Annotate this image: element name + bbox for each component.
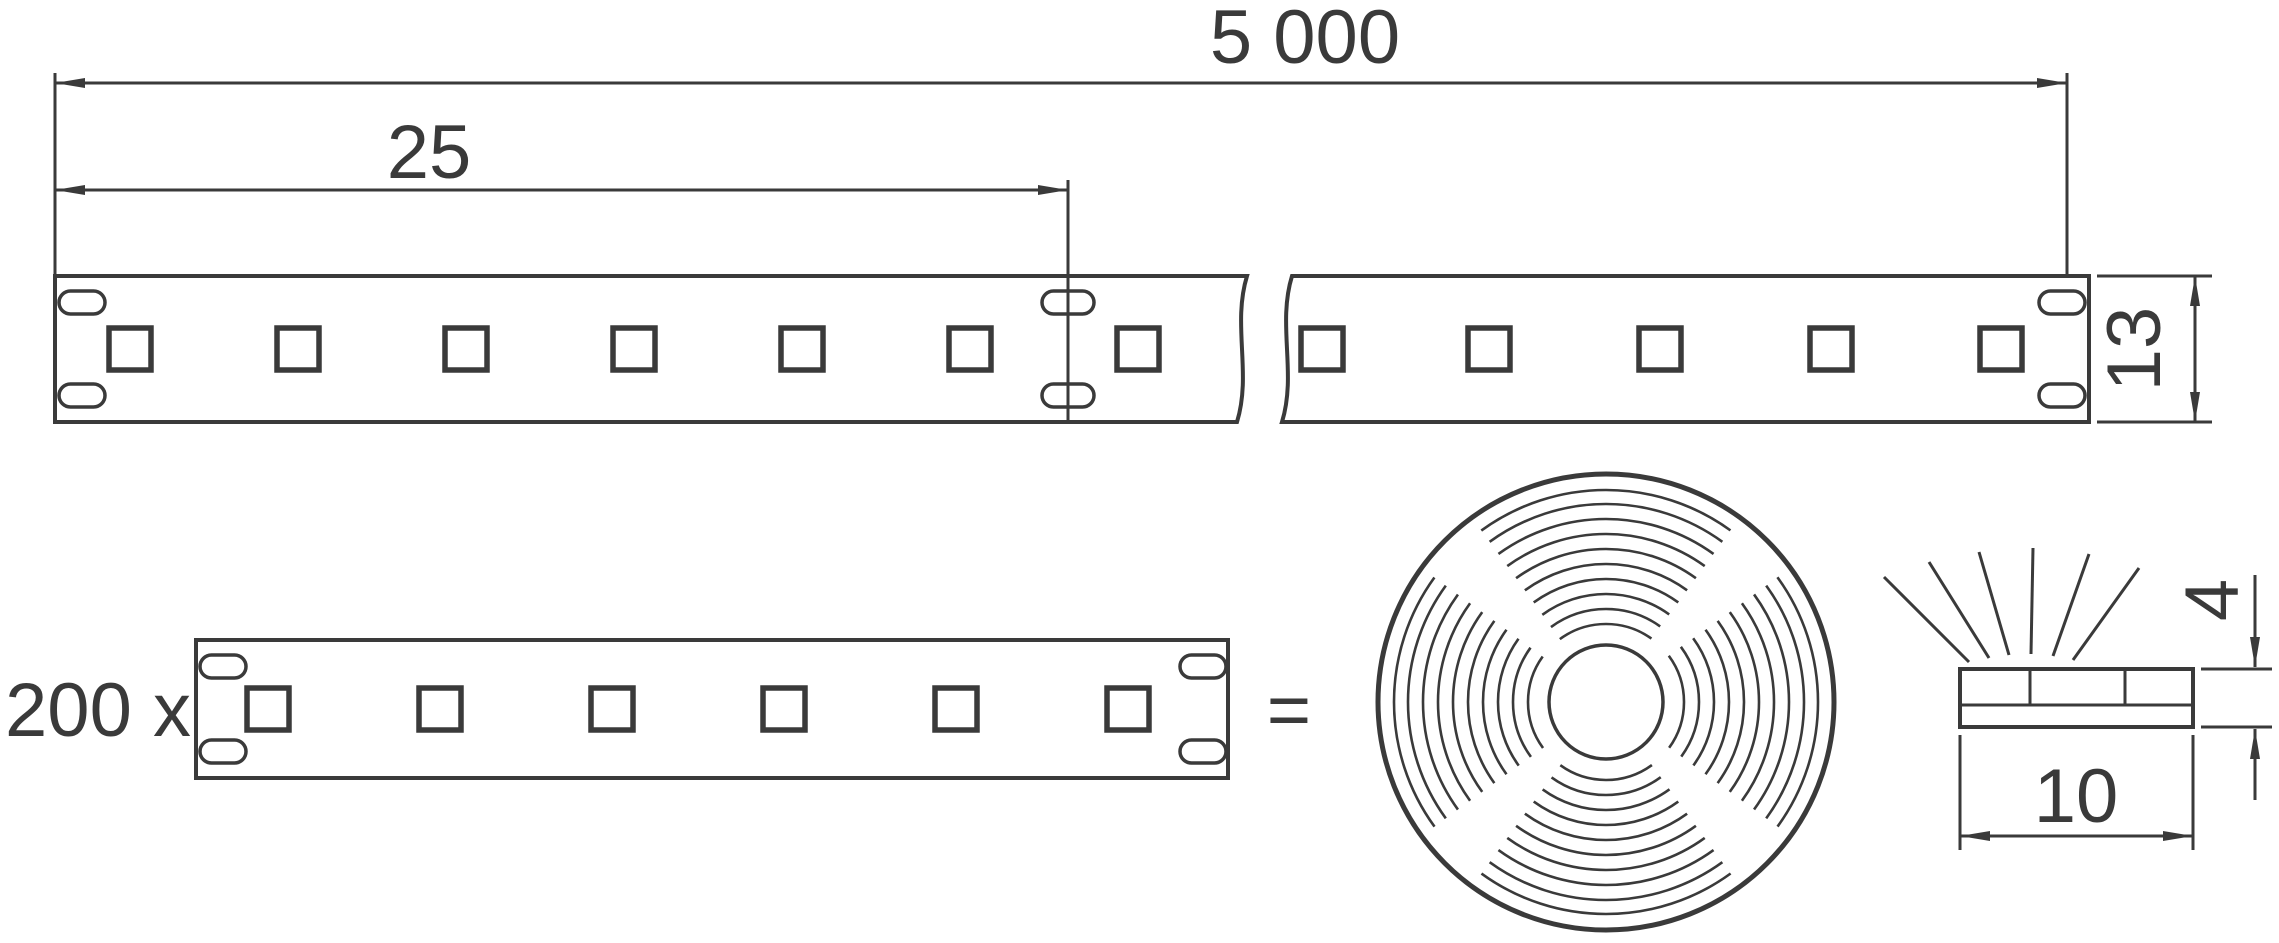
single-strip-segment — [194, 638, 1230, 780]
led-chip — [416, 685, 464, 733]
quantity-label: 200 x — [5, 668, 191, 753]
solder-pad — [198, 653, 248, 680]
profile-height-label: 4 — [2170, 579, 2255, 621]
light-ray — [2051, 553, 2091, 657]
light-ray — [1882, 575, 1971, 664]
dimension-total-length: 5 000 — [53, 0, 2069, 276]
led-chip — [1636, 325, 1684, 373]
led-chip — [932, 685, 980, 733]
led-chip — [1465, 325, 1513, 373]
strip-body-left — [53, 274, 1250, 424]
led-chip — [1977, 325, 2025, 373]
led-chip — [1104, 685, 1152, 733]
profile-body — [1958, 667, 2195, 729]
dimension-strip-width: 13 — [2092, 274, 2212, 424]
solder-pad — [2037, 382, 2087, 409]
led-chip — [778, 325, 826, 373]
tape-winding-arc — [1481, 577, 1731, 827]
light-ray — [2071, 567, 2141, 661]
tape-winding-arc — [1406, 502, 1806, 902]
total-length-label: 5 000 — [1210, 0, 1400, 80]
cut-point-slot — [1040, 289, 1096, 316]
tape-winding-arc — [1511, 607, 1701, 797]
dimension-profile-height: 4 — [2170, 575, 2272, 800]
light-rays — [1882, 547, 2141, 664]
led-chip — [442, 325, 490, 373]
light-ray — [2029, 547, 2035, 655]
solder-pad — [2037, 289, 2087, 316]
led-chip — [1114, 325, 1162, 373]
led-chip — [946, 325, 994, 373]
equals-sign: = — [1267, 668, 1311, 753]
light-ray — [1977, 551, 2011, 656]
strip-body-right — [1279, 274, 2091, 424]
led-chip — [1298, 325, 1346, 373]
solder-pad — [1178, 653, 1228, 680]
led-chip — [244, 685, 292, 733]
led-strip-top-view — [53, 274, 2091, 424]
dimension-profile-width: 10 — [1958, 735, 2195, 850]
led-chip — [760, 685, 808, 733]
cut-point-slot — [1040, 382, 1096, 409]
strip-segment-outline — [194, 638, 1230, 780]
tape-winding-arc — [1392, 488, 1820, 916]
strip-width-label: 13 — [2092, 307, 2177, 392]
tape-winding-arc — [1466, 562, 1746, 842]
reel-hub — [1547, 643, 1665, 761]
strip-profile-view: 4 10 — [1882, 547, 2272, 850]
dimension-cut-increment: 25 — [55, 110, 1070, 422]
light-ray — [1927, 561, 1991, 659]
led-chip — [588, 685, 636, 733]
led-chip — [1807, 325, 1855, 373]
tape-winding-arc — [1421, 517, 1791, 887]
quantity-row: 200 x = — [5, 638, 1311, 780]
led-chip — [106, 325, 154, 373]
tape-winding-arc — [1526, 622, 1686, 782]
led-chip — [610, 325, 658, 373]
profile-width-label: 10 — [2034, 754, 2119, 839]
solder-pad — [198, 738, 248, 765]
reel-icon — [1375, 471, 1837, 933]
reel-tape-windings — [1392, 488, 1820, 916]
cut-increment-label: 25 — [387, 110, 472, 195]
tape-winding-arc — [1496, 592, 1716, 812]
solder-pad — [1178, 738, 1228, 765]
led-chip — [274, 325, 322, 373]
reel-outer-flange — [1375, 471, 1837, 933]
solder-pad — [57, 289, 107, 316]
solder-pad — [57, 382, 107, 409]
